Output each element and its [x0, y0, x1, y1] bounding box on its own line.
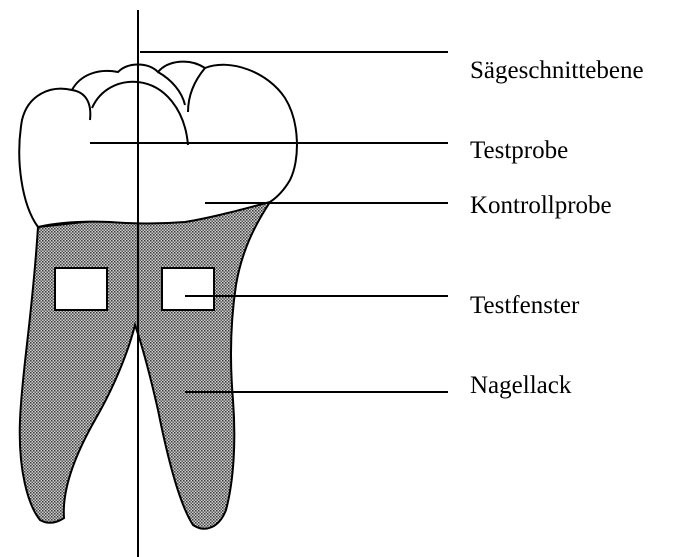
label-saegeschnittebene: Sägeschnittebene — [470, 58, 644, 83]
testfenster-left — [55, 268, 107, 310]
label-nagellack: Nagellack — [470, 373, 571, 398]
nagellack-coating — [20, 202, 270, 529]
label-kontrollprobe: Kontrollprobe — [470, 193, 612, 218]
label-testprobe: Testprobe — [470, 138, 568, 163]
testfenster-right — [162, 268, 214, 310]
label-testfenster: Testfenster — [470, 293, 579, 318]
